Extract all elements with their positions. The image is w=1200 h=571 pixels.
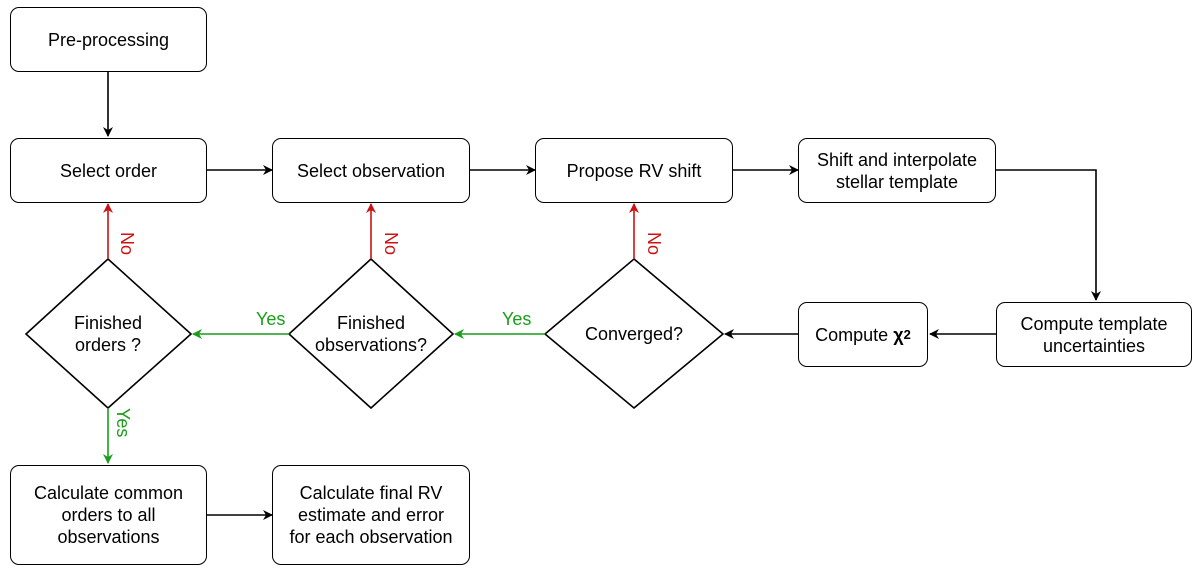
calculate-common-orders-box: Calculate common orders to all observati…	[10, 465, 207, 565]
converged-no-label: No	[644, 232, 664, 256]
finished-observations-yes-label: Yes	[256, 309, 286, 329]
preprocessing-box: Pre-processing	[10, 7, 207, 72]
finished-observations-text: Finished observations?	[314, 313, 428, 355]
chi-symbol: χ	[893, 324, 904, 345]
select-order-box: Select order	[10, 138, 207, 203]
compute-template-uncertainties-box: Compute template uncertainties	[996, 302, 1192, 367]
select-observation-box: Select observation	[272, 138, 470, 203]
converged-text: Converged?	[584, 324, 684, 344]
calculate-final-rv-box: Calculate final RV estimate and error fo…	[272, 465, 470, 565]
propose-rv-shift-box: Propose RV shift	[535, 138, 733, 203]
finished-orders-no-label: No	[117, 232, 137, 256]
finished-orders-yes-label: Yes	[113, 408, 133, 438]
finished-observations-no-label: No	[381, 232, 401, 256]
shift-interpolate-template-box: Shift and interpolate stellar template	[798, 138, 996, 203]
compute-chi2-label: Compute	[815, 324, 889, 345]
arrow-shift-template-to-uncertainties	[996, 169, 1101, 301]
converged-yes-label: Yes	[502, 309, 532, 329]
finished-orders-text: Finished orders ?	[73, 313, 143, 355]
converged-diamond	[543, 257, 725, 410]
finished-observations-diamond	[287, 257, 455, 410]
